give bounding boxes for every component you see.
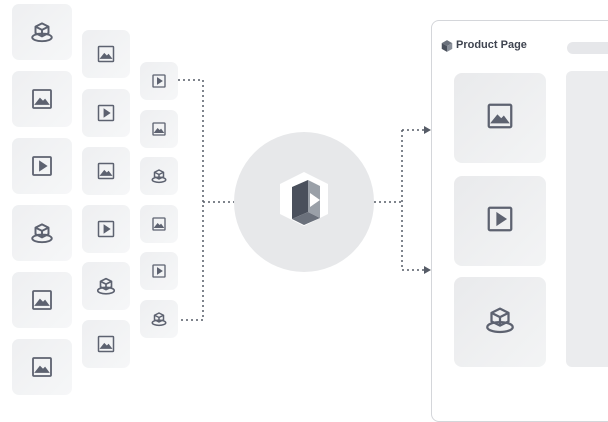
3d-model-icon xyxy=(29,19,55,45)
arrow-head-bottom xyxy=(424,266,431,274)
arrow-head-top xyxy=(424,126,431,134)
input-tile-image[interactable] xyxy=(12,272,72,328)
image-icon xyxy=(30,87,54,111)
image-icon xyxy=(485,101,515,136)
3d-model-icon xyxy=(150,310,168,328)
3d-model-icon xyxy=(95,275,117,297)
media-slot-image[interactable] xyxy=(454,73,546,163)
image-icon xyxy=(151,121,167,137)
image-icon xyxy=(96,44,116,64)
media-slot-video[interactable] xyxy=(454,176,546,266)
3d-model-icon xyxy=(150,167,168,185)
video-icon xyxy=(485,204,515,239)
input-tile-video[interactable] xyxy=(140,62,178,100)
3d-model-icon xyxy=(29,220,55,246)
image-icon xyxy=(30,288,54,312)
image-icon xyxy=(96,334,116,354)
video-icon xyxy=(96,219,116,239)
video-icon xyxy=(30,154,54,178)
panel-title: Product Page xyxy=(456,39,527,51)
input-tile-image[interactable] xyxy=(140,205,178,243)
product-content-placeholder xyxy=(566,71,608,367)
input-tile-image[interactable] xyxy=(140,110,178,148)
image-icon xyxy=(96,161,116,181)
input-tile-image[interactable] xyxy=(82,30,130,78)
cube-logo-icon xyxy=(440,39,454,58)
input-tile-video[interactable] xyxy=(140,252,178,290)
input-tile-3d[interactable] xyxy=(12,4,72,60)
3d-model-icon xyxy=(483,303,517,342)
image-icon xyxy=(30,355,54,379)
input-tile-video[interactable] xyxy=(82,89,130,137)
video-icon xyxy=(96,103,116,123)
input-tile-3d[interactable] xyxy=(140,300,178,338)
input-tile-video[interactable] xyxy=(12,138,72,194)
3d-converter-icon xyxy=(272,168,336,237)
image-icon xyxy=(151,216,167,232)
input-tile-3d[interactable] xyxy=(12,205,72,261)
input-tile-3d[interactable] xyxy=(82,262,130,310)
video-icon xyxy=(151,73,167,89)
input-tile-image[interactable] xyxy=(82,147,130,195)
input-tile-image[interactable] xyxy=(82,320,130,368)
input-tile-3d[interactable] xyxy=(140,157,178,195)
processing-hub xyxy=(234,132,374,272)
input-tile-video[interactable] xyxy=(82,205,130,253)
product-page-panel: Product Page xyxy=(431,20,608,422)
video-icon xyxy=(151,263,167,279)
connector-lines xyxy=(178,79,431,321)
panel-header-placeholder xyxy=(567,42,608,54)
input-tile-image[interactable] xyxy=(12,71,72,127)
media-slot-3d[interactable] xyxy=(454,277,546,367)
input-tile-image[interactable] xyxy=(12,339,72,395)
